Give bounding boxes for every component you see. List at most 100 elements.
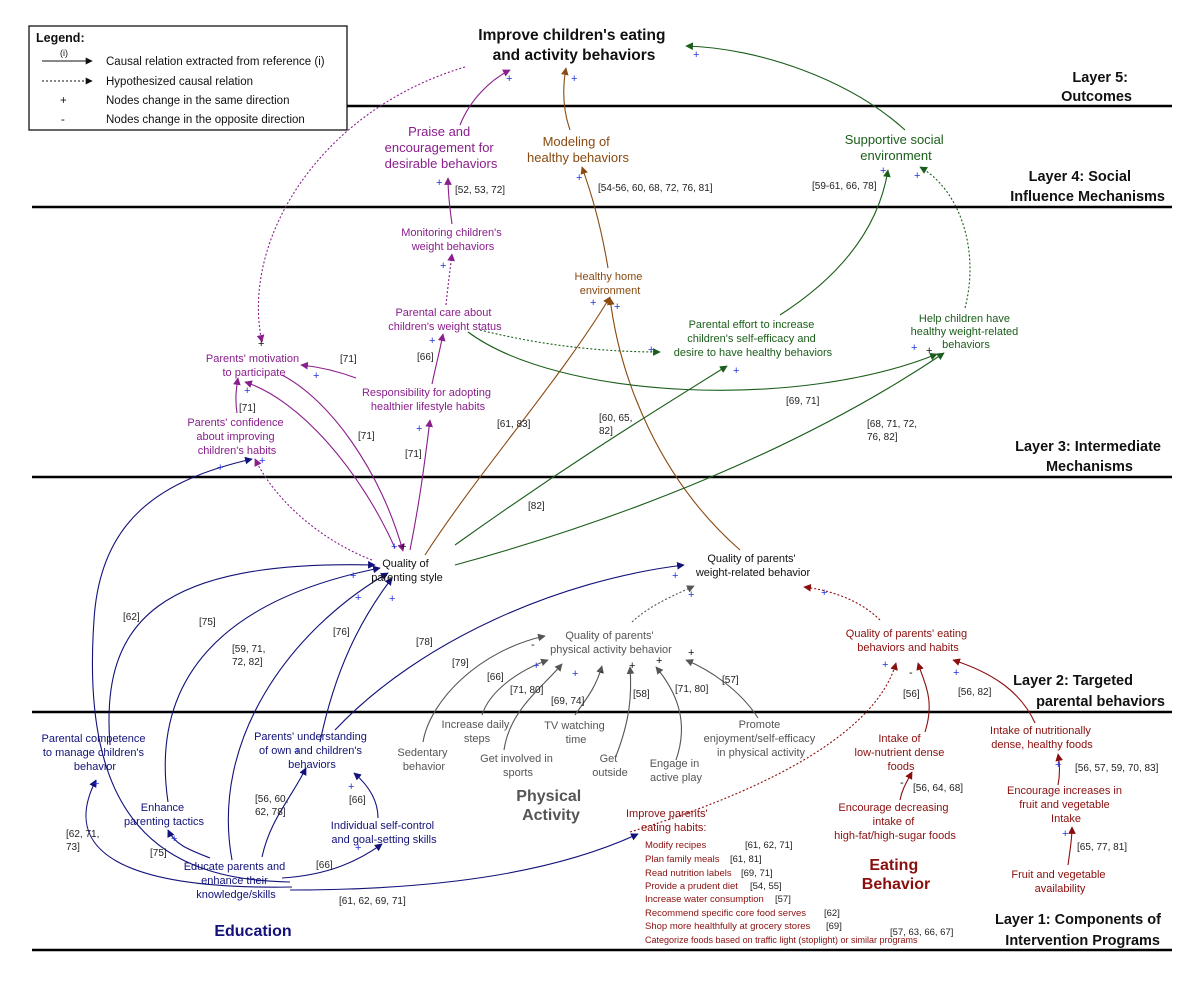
legend-minus-text: Nodes change in the opposite direction [106,114,305,126]
eating-item-label: Plan family meals [645,854,720,865]
ref-label: [79] [452,658,469,669]
plus-sign: + [313,370,319,382]
node-supportive: Supportive social environment [845,132,948,163]
plus-sign: + [572,668,578,680]
plus-sign: + [688,647,694,659]
ref-label: [62, 71, 73] [66,829,102,853]
legend-plus-text: Nodes change in the same direction [106,95,289,107]
edge-sports-to-pa [503,663,563,751]
edge-care-to-monitoring [445,253,455,306]
plus-sign: + [880,165,886,177]
plus-sign: + [171,833,177,845]
node-eating-habits: Quality of parents' eating behaviors and… [846,628,970,654]
edge-understanding-to-weight [334,562,685,731]
eating-item-label: Categorize foods based on traffic light … [645,935,918,945]
eating-item-ref: [57] [775,894,791,905]
edge-outcome-to-motivation [256,66,466,343]
eating-habit-list: Modify recipes [61, 62, 71] Plan family … [645,840,953,945]
eating-item-label: Increase water consumption [645,894,764,905]
plus-sign: + [571,73,577,85]
ref-label: [56, 64, 68] [913,783,963,794]
section-physical-activity: Physical Activity [516,788,585,824]
plus-sign: + [953,667,959,679]
edge-understanding-to-style [319,577,393,743]
plus-sign: + [914,170,920,182]
ref-label: [58] [633,689,650,700]
edge-sedentary-to-pa [422,633,546,743]
edge-responsibility-to-care [431,333,446,385]
node-outside: Get outside [592,753,627,779]
edge-decrease-to-lownutrient [899,771,913,801]
layer-4-label: Layer 4: Social Influence Mechanisms [1010,169,1165,205]
edge-monitoring-to-praise [444,177,453,225]
edge-educate-to-tactics [167,829,211,859]
edge-style-to-confidence [254,458,373,561]
ref-label: [82] [528,501,545,512]
plus-sign: + [355,592,361,604]
plus-sign: + [217,462,223,474]
edge-style-to-home [424,296,611,556]
plus-sign: + [614,301,620,313]
layer-lines [32,104,1172,952]
node-daily-steps: Increase daily steps [442,719,513,745]
eating-item-label: Recommend specific core food serves [645,908,806,919]
ref-label: [71, 80] [675,684,709,695]
eating-item-label: Read nutrition labels [645,868,732,879]
plus-sign: + [348,781,354,793]
node-praise: Praise and encouragement for desirable b… [385,124,498,171]
ref-label: [76] [333,627,350,638]
edge-style-to-help [454,352,945,566]
ref-label: [56, 60, 62, 78] [255,794,291,818]
plus-sign: + [629,660,635,672]
ref-label: [52, 53, 72] [455,185,505,196]
plus-sign: + [244,385,250,397]
eating-item-ref: [61, 81] [730,854,762,865]
ref-label: [75] [150,848,167,859]
ref-label: [57] [722,675,739,686]
edge-pa-to-weight [631,585,695,623]
plus-sign: + [911,342,917,354]
edge-outside-to-pa [615,666,635,757]
edge-educate-to-style [227,572,389,861]
node-self-control: Individual self-control and goal-setting… [331,820,437,846]
edge-help-to-supportive [919,166,971,309]
ref-label: [78] [416,637,433,648]
edge-avail-to-increasefv [1067,826,1076,866]
plus-sign: + [400,541,406,553]
edge-style-to-effort [454,365,728,546]
node-increase-fv: Encourage increases in fruit and vegetab… [1007,785,1125,825]
plus-sign: + [1055,759,1061,771]
edge-educate-to-eating [289,833,639,891]
node-motivation: Parents' motivation to participate [206,353,302,379]
edge-competence-to-style [108,560,376,746]
plus-sign: + [656,655,662,667]
plus-sign: + [389,593,395,605]
minus-sign: - [600,666,604,678]
ref-label: [66] [316,860,333,871]
node-intake-low: Intake of low-nutrient dense foods [855,733,948,773]
node-competence: Parental competence to manage children's… [41,733,148,773]
edge-play-to-pa [655,666,683,761]
ref-label: [62] [123,612,140,623]
edge-increasefv-to-dense [1055,753,1064,786]
plus-sign: + [821,587,827,599]
edge-eating-to-weight [803,583,881,621]
legend-causal-text: Causal relation extracted from reference… [106,56,325,68]
node-care: Parental care about children's weight st… [388,307,502,333]
edge-motivation-to-style [281,374,405,552]
node-understanding: Parents' understanding of own and childr… [254,731,370,771]
edge-care-to-help [467,331,938,391]
edge-educate-to-confidence [91,456,291,883]
edge-confidence-to-motivation [233,377,241,414]
node-educate: Educate parents and enhance their knowle… [184,861,289,901]
node-outcome: Improve children's eating and activity b… [478,27,669,64]
edge-supportive-to-outcome [685,42,906,131]
edge-tv-to-pa [574,665,604,716]
legend-minus-symbol: - [61,114,65,126]
node-decrease: Encourage decreasing intake of high-fat/… [834,802,956,842]
plus-sign: + [259,455,265,467]
plus-sign: + [258,338,264,350]
plus-sign: + [436,177,442,189]
ref-label: [65, 77, 81] [1077,842,1127,853]
